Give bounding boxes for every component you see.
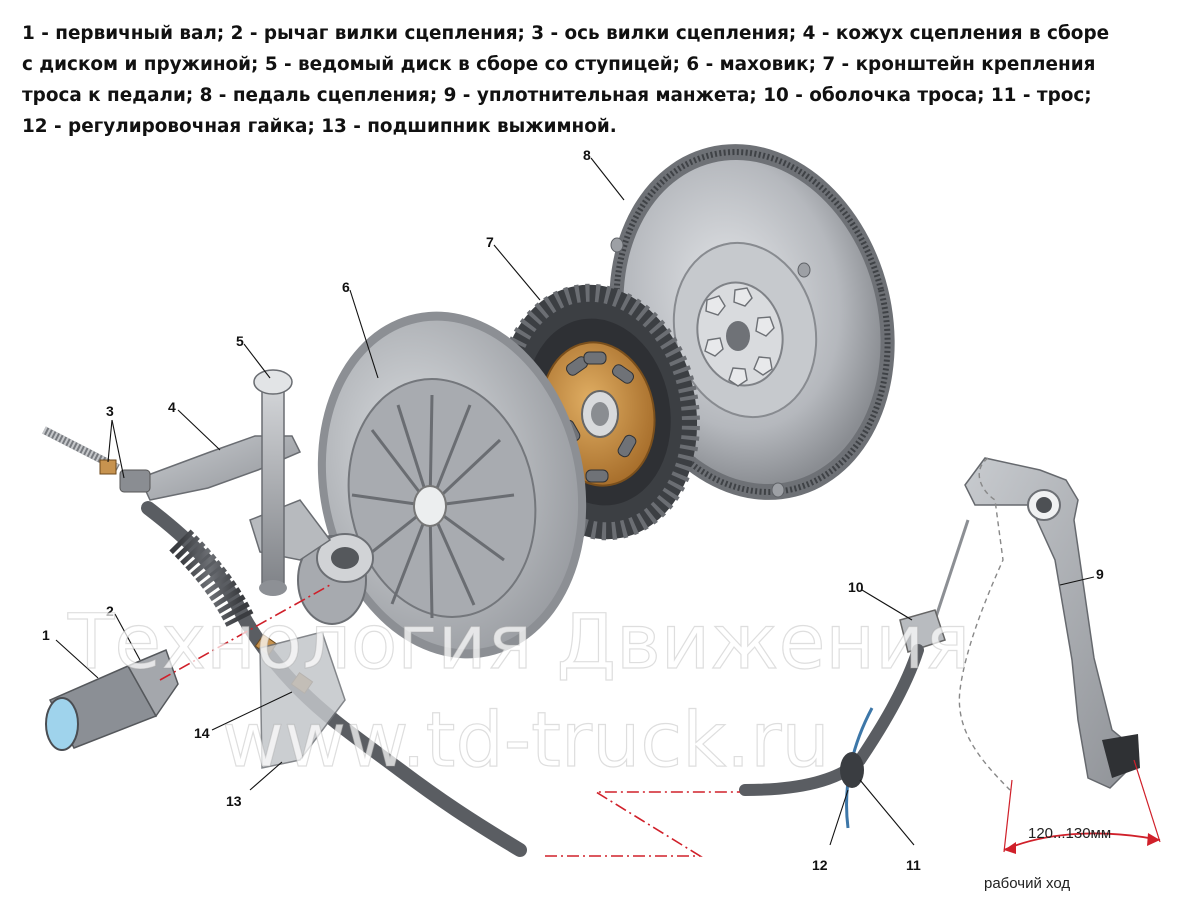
callout-numbers: 1 2 3 4 5 6 7 8 9 10 11 12 13 14 [42,147,1104,873]
watermark-line-1: Технология Движения [67,597,970,686]
callout-12: 12 [812,857,828,873]
figure-caption: 1 - первичный вал; 2 - рычаг вилки сцепл… [22,18,1187,142]
callout-2: 2 [106,603,114,619]
callout-3: 3 [106,403,114,419]
callout-14: 14 [194,725,210,741]
dimension-label: рабочий ход [984,875,1070,892]
dimension-range: 120...130мм [1028,825,1111,842]
leader-lines [55,157,1095,846]
input-shaft-part [45,648,179,751]
callout-8: 8 [583,147,591,163]
watermark: Технология Движения www.td-truck.ru [66,596,970,784]
clutch-cover-part [317,311,587,659]
release-bearing-part [297,533,374,625]
cable-assembly-part [42,426,527,857]
callout-4: 4 [168,399,176,415]
callout-10: 10 [848,579,864,595]
clutch-fork-part [119,369,332,596]
caption-line-1: 1 - первичный вал; 2 - рычаг вилки сцепл… [22,23,1110,44]
caption-line-2: с диском и пружиной; 5 - ведомый диск в … [22,54,1096,75]
callout-1: 1 [42,627,50,643]
callout-5: 5 [236,333,244,349]
caption-line-3: троса к педали; 8 - педаль сцепления; 9 … [22,85,1092,106]
callout-13: 13 [226,793,242,809]
callout-7: 7 [486,234,494,250]
callout-11: 11 [906,857,921,873]
callout-9: 9 [1096,566,1104,582]
caption-line-4: 12 - регулировочная гайка; 13 - подшипни… [22,116,617,137]
watermark-line-2: www.td-truck.ru [222,695,830,784]
callout-6: 6 [342,279,350,295]
clutch-pedal-part [899,457,1140,791]
pedal-travel-dimension: 120...130мм рабочий ход [984,759,1161,892]
cable-sheath-right-part [739,644,924,829]
center-axis-lines [159,584,740,857]
